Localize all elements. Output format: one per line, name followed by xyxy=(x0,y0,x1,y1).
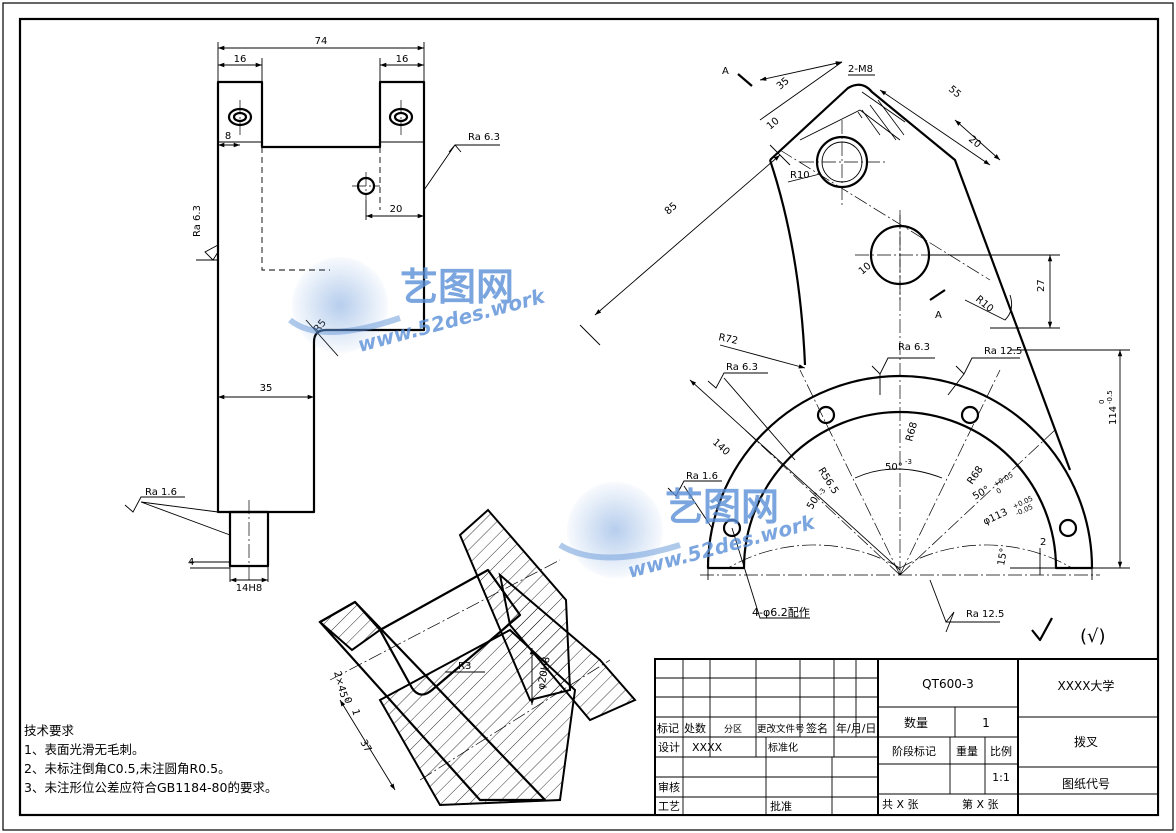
tb-label-date: 年/月/日 xyxy=(836,721,876,735)
tb-weight: 重量 xyxy=(956,744,978,758)
dim-140: 140 xyxy=(710,437,732,458)
roughness-ra63-arm: Ra 6.3 xyxy=(726,362,758,373)
inner-frame xyxy=(18,17,1160,817)
tol-114-dn: -0.5 xyxy=(1106,390,1114,404)
section-view: R3 φ20H8 2×45° 0 1 37 xyxy=(318,508,637,807)
watermark-brand-upper: 艺图网 xyxy=(400,265,514,309)
dim-14h8: 14H8 xyxy=(236,583,263,594)
dim-r68-b: R68 xyxy=(965,464,985,486)
note-item-2: 2、未标注倒角C0.5,未注圆角R0.5。 xyxy=(24,761,231,776)
dim-2m8: 2-M8 xyxy=(848,64,873,75)
tb-review: 审核 xyxy=(658,780,680,794)
dim-114: 114 xyxy=(1108,406,1119,425)
dim-angle-15: 15° xyxy=(996,547,1010,566)
dim-10-upper: 10 xyxy=(765,116,782,133)
fork-outline xyxy=(706,374,1094,570)
dim-r72: R72 xyxy=(717,332,739,347)
dim-4: 4 xyxy=(188,557,194,568)
dim-r10-upper: R10 xyxy=(790,170,810,181)
dim-35: 35 xyxy=(260,383,273,394)
tol-114-up: 0 xyxy=(1098,400,1106,404)
tb-qty-label: 数量 xyxy=(904,715,928,730)
watermark-brand-lower: 艺图网 xyxy=(665,485,779,529)
section-mark-a-lower: A xyxy=(935,310,942,321)
tb-process: 工艺 xyxy=(658,800,680,813)
dim-1: 1 xyxy=(349,708,361,717)
tb-label-sign: 签名 xyxy=(806,721,828,735)
dim-74: 74 xyxy=(315,36,328,47)
dim-16-right: 16 xyxy=(396,54,409,65)
fork-hole-2 xyxy=(816,405,836,425)
tol-angle-50-right-dn: 0 xyxy=(995,487,1003,496)
dim-16-left: 16 xyxy=(234,54,247,65)
fork-hole-1 xyxy=(722,518,742,538)
roughness-ra63-right: Ra 6.3 xyxy=(468,132,500,143)
roughness-ra16-fork: Ra 1.6 xyxy=(686,471,718,482)
tb-label-zone: 分区 xyxy=(724,724,742,735)
fork-hole-4 xyxy=(1058,518,1078,538)
tb-drawing-no: 图纸代号 xyxy=(1062,777,1110,791)
roughness-general: (√) xyxy=(1080,626,1106,647)
note-holes: 4-φ6.2配作 xyxy=(752,606,810,619)
tb-approve: 批准 xyxy=(770,799,792,813)
title-block: 标记 处数 分区 更改文件号 签名 年/月/日 设计 XXXX 标准化 审核 工… xyxy=(654,658,1159,816)
note-item-3: 3、未注形位公差应符合GB1184-80的要求。 xyxy=(24,780,277,795)
tb-label-mark: 标记 xyxy=(657,721,679,735)
dim-r68-a: R68 xyxy=(904,421,920,443)
tb-sheet-no: 第 X 张 xyxy=(962,797,999,811)
dim-r10-lower: R10 xyxy=(973,294,995,315)
tb-label-change-doc: 更改文件号 xyxy=(757,723,805,735)
section-mark-a-upper: A xyxy=(722,66,729,77)
dim-r3: R3 xyxy=(458,661,471,672)
dim-angle-50-top: 50° xyxy=(885,462,903,473)
dim-8: 8 xyxy=(225,131,231,142)
technical-notes: 技术要求 1、表面光滑无毛刺。 2、未标注倒角C0.5,未注圆角R0.5。 3、… xyxy=(24,723,277,795)
watermark-upper: 艺图网 www.52des.work xyxy=(288,257,549,357)
tb-scale: 1:1 xyxy=(992,771,1010,784)
roughness-ra63-left: Ra 6.3 xyxy=(192,205,203,237)
tb-stage: 阶段标记 xyxy=(892,744,936,758)
tb-part-name: 拨叉 xyxy=(1074,735,1098,749)
dim-20: 20 xyxy=(390,204,403,215)
tb-standardize: 标准化 xyxy=(768,741,798,754)
dim-dia113: φ113 xyxy=(982,507,1010,528)
notes-title: 技术要求 xyxy=(24,723,75,738)
dim-20-upper: 20 xyxy=(966,134,983,151)
tb-school: XXXX大学 xyxy=(1058,678,1115,693)
dim-0: 0 xyxy=(341,696,353,705)
dim-85: 85 xyxy=(663,201,680,218)
tb-design: 设计 xyxy=(658,741,680,754)
watermark-lower: 艺图网 www.52des.work xyxy=(558,482,819,583)
dim-2: 2 xyxy=(1040,537,1046,548)
dim-27: 27 xyxy=(1036,279,1047,292)
tb-designer: XXXX xyxy=(692,741,723,754)
tb-material: QT600-3 xyxy=(922,677,974,691)
tb-label-count: 处数 xyxy=(684,722,706,735)
dim-55: 55 xyxy=(946,84,963,101)
tol-angle-50-right-up: +0.05 xyxy=(992,471,1015,489)
roughness-ra63-top: Ra 6.3 xyxy=(898,342,930,353)
dim-37: 37 xyxy=(357,738,373,755)
front-view: 74 16 16 8 20 35 R5 14H8 4 Ra 6.3 Ra 6.3… xyxy=(124,36,500,594)
note-item-1: 1、表面光滑无毛刺。 xyxy=(24,742,144,757)
tb-qty: 1 xyxy=(982,716,990,730)
tb-total-sheets: 共 X 张 xyxy=(882,798,919,811)
dim-35-upper: 35 xyxy=(775,76,792,93)
tol-angle-50-top: -3 xyxy=(905,458,912,466)
roughness-ra16-pin: Ra 1.6 xyxy=(145,487,177,498)
roughness-ra125-bottom: Ra 12.5 xyxy=(966,609,1004,620)
roughness-ra125-top: Ra 12.5 xyxy=(984,346,1022,357)
tb-scale-label: 比例 xyxy=(990,744,1012,758)
tol-angle-50-left: -3 xyxy=(817,487,827,497)
